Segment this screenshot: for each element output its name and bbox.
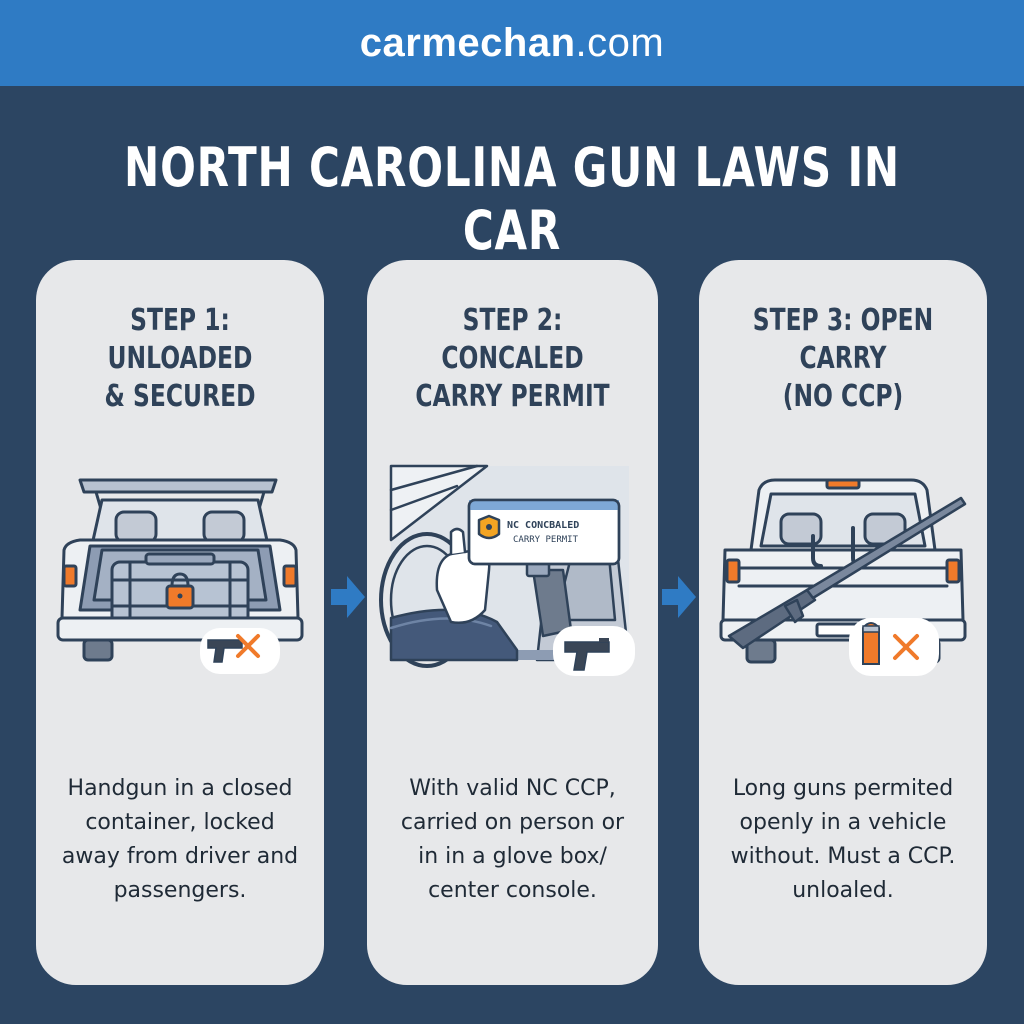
arrow-right-icon <box>662 576 696 618</box>
step-card-2: STEP 2: CONCALED CARRY PERMIT <box>367 260 658 985</box>
step-card-3: STEP 3: OPEN CARRY (NO CCP) <box>699 260 987 985</box>
page-title: NORTH CAROLINA GUN LAWS IN CAR <box>124 136 900 262</box>
step-2-title: STEP 2: CONCALED CARRY PERMIT <box>415 303 610 414</box>
site-header-bar: carmechan.com <box>0 0 1024 86</box>
step-card-1: STEP 1: UNLOADED & SECURED <box>36 260 324 985</box>
car-interior-permit-illustration: NC CONCBALED CARRY PERMIT <box>379 464 635 676</box>
step-1-description: Handgun in a closed container, locked aw… <box>61 776 299 903</box>
permit-card-line1: NC CONCBALED <box>507 520 579 531</box>
site-name[interactable]: carmechan.com <box>360 21 664 66</box>
site-name-main: carmechan <box>359 20 576 65</box>
step-1-title: STEP 1: UNLOADED & SECURED <box>104 303 256 414</box>
no-loaded-gun-badge <box>200 628 280 674</box>
permit-card-line2: CARRY PERMIT <box>513 535 579 545</box>
step-3-title: STEP 3: OPEN CARRY (NO CCP) <box>752 303 934 414</box>
truck-bed-lockbox-illustration <box>56 478 304 674</box>
truck-rifle-rack-illustration <box>719 478 967 676</box>
handgun-icon <box>553 626 635 676</box>
step-2-description: With valid NC CCP, carried on person or … <box>400 776 625 903</box>
site-name-domain: .com <box>575 20 665 65</box>
step-3-description: Long guns permited openly in a vehicle w… <box>730 776 956 903</box>
arrow-right-icon <box>331 576 365 618</box>
no-ammo-badge <box>849 618 939 676</box>
rifle-icon <box>727 496 967 650</box>
